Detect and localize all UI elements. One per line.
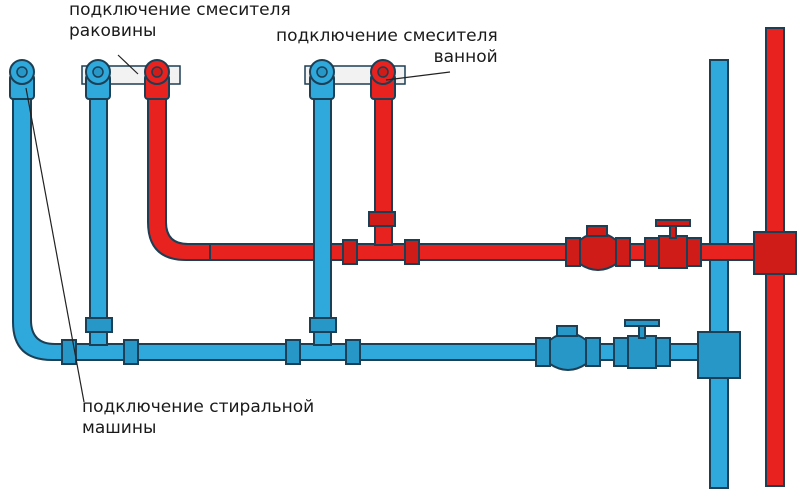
coupling-icon: [404, 239, 420, 265]
sink-hot-outlet-elbow-icon: [144, 59, 170, 100]
ball-valve-icon: [644, 219, 702, 269]
sink-label-line2: раковины: [69, 21, 157, 41]
bath-hot-outlet-elbow-icon: [370, 59, 396, 100]
bath-mixer-label: подключение смесителя ванной: [276, 26, 498, 68]
coupling-icon: [123, 339, 139, 365]
washer-label: подключение стиральной машины: [82, 397, 314, 439]
cold-riser: [709, 59, 729, 489]
bath-cold-outlet-elbow-icon: [309, 59, 335, 100]
bath-label-line1: подключение смесителя: [276, 26, 498, 46]
coupling-icon: [61, 339, 77, 365]
ball-valve-icon: [613, 319, 671, 369]
coupling-icon: [342, 239, 358, 265]
bath-label-line2: ванной: [433, 47, 498, 67]
washer-label-line2: машины: [82, 418, 157, 438]
cold-fittings: [61, 317, 741, 379]
sink-mixer-label: подключение смесителя раковины: [69, 0, 291, 42]
sink-label-line1: подключение смесителя: [69, 0, 291, 20]
tee-icon: [309, 317, 337, 333]
tee-icon: [368, 211, 396, 227]
sink-cold-outlet-elbow-icon: [85, 59, 111, 100]
riser-tee-icon: [697, 331, 741, 379]
riser-tee-icon: [753, 231, 797, 275]
cold-main-pipe: [12, 89, 716, 361]
washer-outlet-elbow-icon: [9, 59, 35, 100]
coupling-icon: [345, 339, 361, 365]
coupling-icon: [285, 339, 301, 365]
outlet-connectors: [9, 59, 406, 100]
leader-lines: [25, 54, 451, 403]
washer-label-line1: подключение стиральной: [82, 397, 315, 417]
check-valve-icon: [565, 225, 631, 271]
tee-icon: [85, 317, 113, 333]
hot-fittings: [342, 211, 797, 275]
check-valve-icon: [535, 325, 601, 371]
